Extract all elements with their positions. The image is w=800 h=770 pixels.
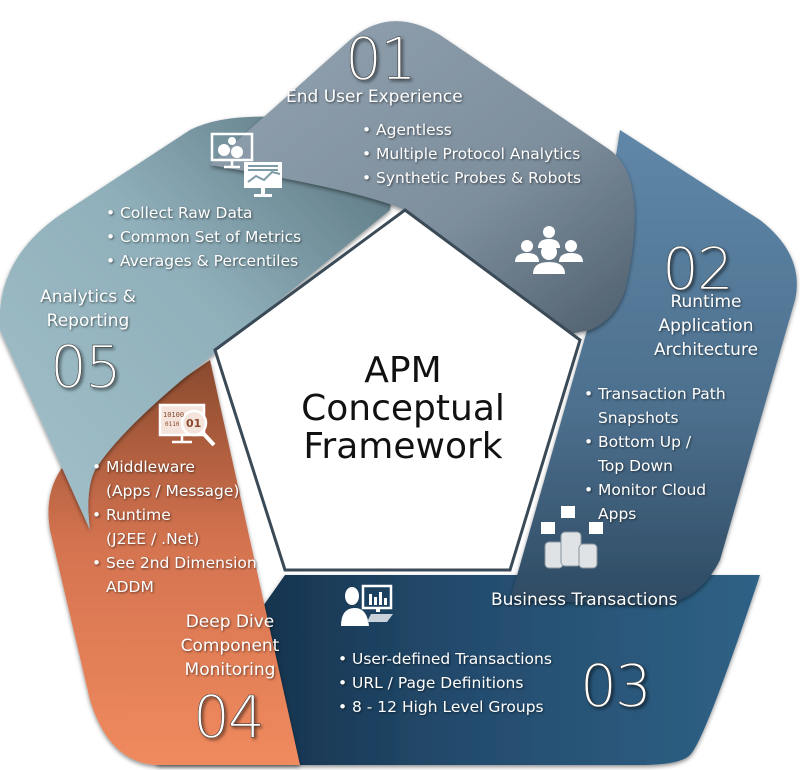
segment-05-number: 05 (50, 333, 122, 401)
bullet-item: Bottom Up / (584, 430, 726, 454)
bullet-item: Runtime (92, 503, 257, 527)
segment-01-title: End User Experience (286, 87, 463, 107)
segment-01-number: 01 (345, 25, 417, 93)
svg-text:0110: 0110 (165, 421, 180, 428)
bullet-item: Collect Raw Data (106, 201, 301, 225)
user-dashboard-icon (341, 584, 393, 626)
bullet-item: Synthetic Probes & Robots (362, 166, 581, 190)
bullet-item: Monitor Cloud (584, 478, 726, 502)
bullet-item: Averages & Percentiles (106, 249, 301, 273)
bullet-item: Middleware (92, 455, 257, 479)
segment-02-title: Runtime Application Architecture (653, 292, 759, 360)
center-title: APM Conceptual Framework (268, 352, 538, 466)
svg-text:10100: 10100 (163, 411, 184, 419)
bullet-item: Transaction Path (584, 382, 726, 406)
segment-05-bullets: Collect Raw Data Common Set of Metrics A… (106, 201, 301, 273)
center-pentagon (213, 208, 582, 572)
segment-01-bullets: Agentless Multiple Protocol Analytics Sy… (362, 118, 581, 190)
segment-04-bullets: Middleware (Apps / Message) Runtime (J2E… (92, 455, 257, 599)
segment-05-title: Analytics & Reporting (40, 287, 136, 331)
segment-02-number: 02 (662, 235, 734, 303)
bullet-item: Common Set of Metrics (106, 225, 301, 249)
bullet-item: User-defined Transactions (338, 647, 552, 671)
code-magnifier-icon: 10100 0110 01 (158, 403, 216, 447)
bullet-item: See 2nd Dimension (92, 551, 257, 575)
segment-04-number: 04 (193, 683, 265, 751)
segment-03-title: Business Transactions (491, 590, 678, 610)
users-group-icon (515, 226, 583, 274)
segment-03-bullets: User-defined Transactions URL / Page Def… (338, 647, 552, 719)
bullet-item: 8 - 12 High Level Groups (338, 695, 552, 719)
center-title-line2: Conceptual (301, 388, 505, 429)
bullet-item: Agentless (362, 118, 581, 142)
monitor-gears-chart-icon (210, 132, 282, 197)
segment-04-title: Deep Dive Component Monitoring (180, 612, 280, 680)
center-title-line3: Framework (303, 426, 503, 467)
segment-02-bullets: Transaction Path Snapshots Bottom Up / T… (584, 382, 726, 526)
center-title-line1: APM (364, 350, 442, 391)
database-stack-icon (541, 506, 603, 569)
segment-03-number: 03 (580, 652, 652, 720)
bullet-item: URL / Page Definitions (338, 671, 552, 695)
svg-text:01: 01 (186, 417, 201, 430)
bullet-item: Multiple Protocol Analytics (362, 142, 581, 166)
